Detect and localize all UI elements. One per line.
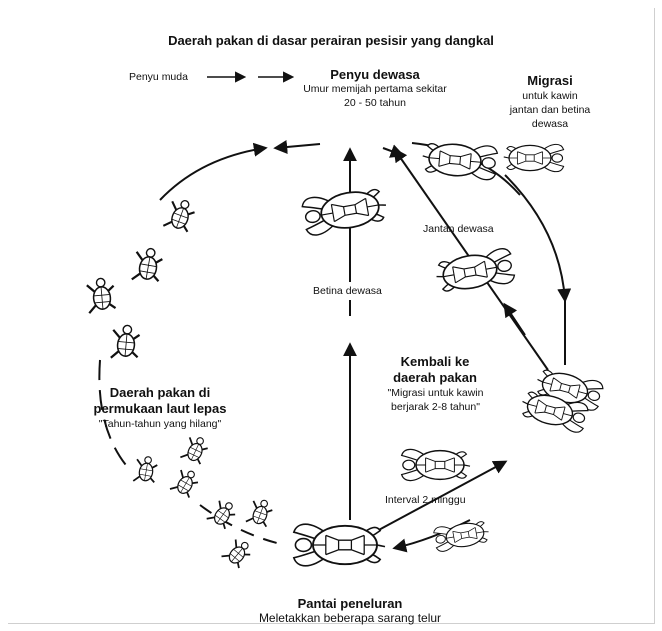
- sea-turtle-icon: [402, 449, 470, 480]
- migration-line2: jantan dan betina: [490, 105, 610, 117]
- circle-arc-right-upper: [505, 175, 565, 300]
- adult-note-line1: Umur memijah pertama sekitar: [275, 84, 475, 96]
- open-sea-title-line1: Daerah pakan di: [80, 386, 240, 401]
- beach-subtitle: Meletakkan beberapa sarang telur: [230, 612, 470, 625]
- return-note-line2: berjarak 2-8 tahun": [368, 402, 503, 414]
- open-sea-note: "Tahun-tahun yang hilang": [80, 419, 240, 431]
- adult-title: Penyu dewasa: [290, 68, 460, 83]
- beach-title: Pantai peneluran: [250, 597, 450, 612]
- hatchling-turtle-icon: [163, 196, 197, 234]
- migration-line1: untuk kawin: [495, 91, 605, 103]
- male-label: Jantan dewasa: [423, 224, 494, 236]
- male-line-arrow2: [505, 305, 525, 335]
- female-label: Betina dewasa: [313, 286, 382, 298]
- top-right-arrow: [383, 148, 402, 155]
- migration-title: Migrasi: [505, 74, 595, 89]
- hatchling-turtle-icon: [133, 455, 158, 485]
- hatchling-turtle-icon: [222, 536, 255, 570]
- adult-note-line2: 20 - 50 tahun: [275, 98, 475, 110]
- return-note-line1: "Migrasi untuk kawin: [368, 388, 503, 400]
- sea-turtle-icon: [434, 247, 516, 295]
- sea-turtle-icon: [433, 519, 491, 553]
- hatchling-turtle-icon: [207, 497, 239, 531]
- sea-turtle-icon: [504, 144, 564, 171]
- hatchling-turtle-icon: [111, 324, 140, 360]
- open-sea-title-line2: permukaan laut lepas: [75, 402, 245, 417]
- arrow-to-top: [276, 144, 320, 148]
- sea-turtle-icon: [301, 185, 389, 236]
- hatchling-turtle-icon: [132, 246, 164, 284]
- interval-label: Interval 2 minggu: [385, 495, 466, 507]
- hatchling-turtle-icon: [180, 433, 210, 466]
- return-title-line1: Kembali ke: [385, 355, 485, 370]
- diagram-title: Daerah pakan di dasar perairan pesisir y…: [0, 34, 662, 49]
- migration-line3: dewasa: [495, 119, 605, 131]
- sea-turtle-icon: [294, 524, 385, 566]
- hatchling-turtle-icon: [170, 466, 201, 499]
- hatchling-turtle-icon: [246, 497, 275, 529]
- sea-turtle-icon: [421, 140, 498, 180]
- hatchling-turtle-icon: [86, 277, 115, 313]
- juvenile-label: Penyu muda: [129, 72, 188, 84]
- return-title-line2: daerah pakan: [375, 371, 495, 386]
- circle-arc-top-left: [160, 148, 265, 200]
